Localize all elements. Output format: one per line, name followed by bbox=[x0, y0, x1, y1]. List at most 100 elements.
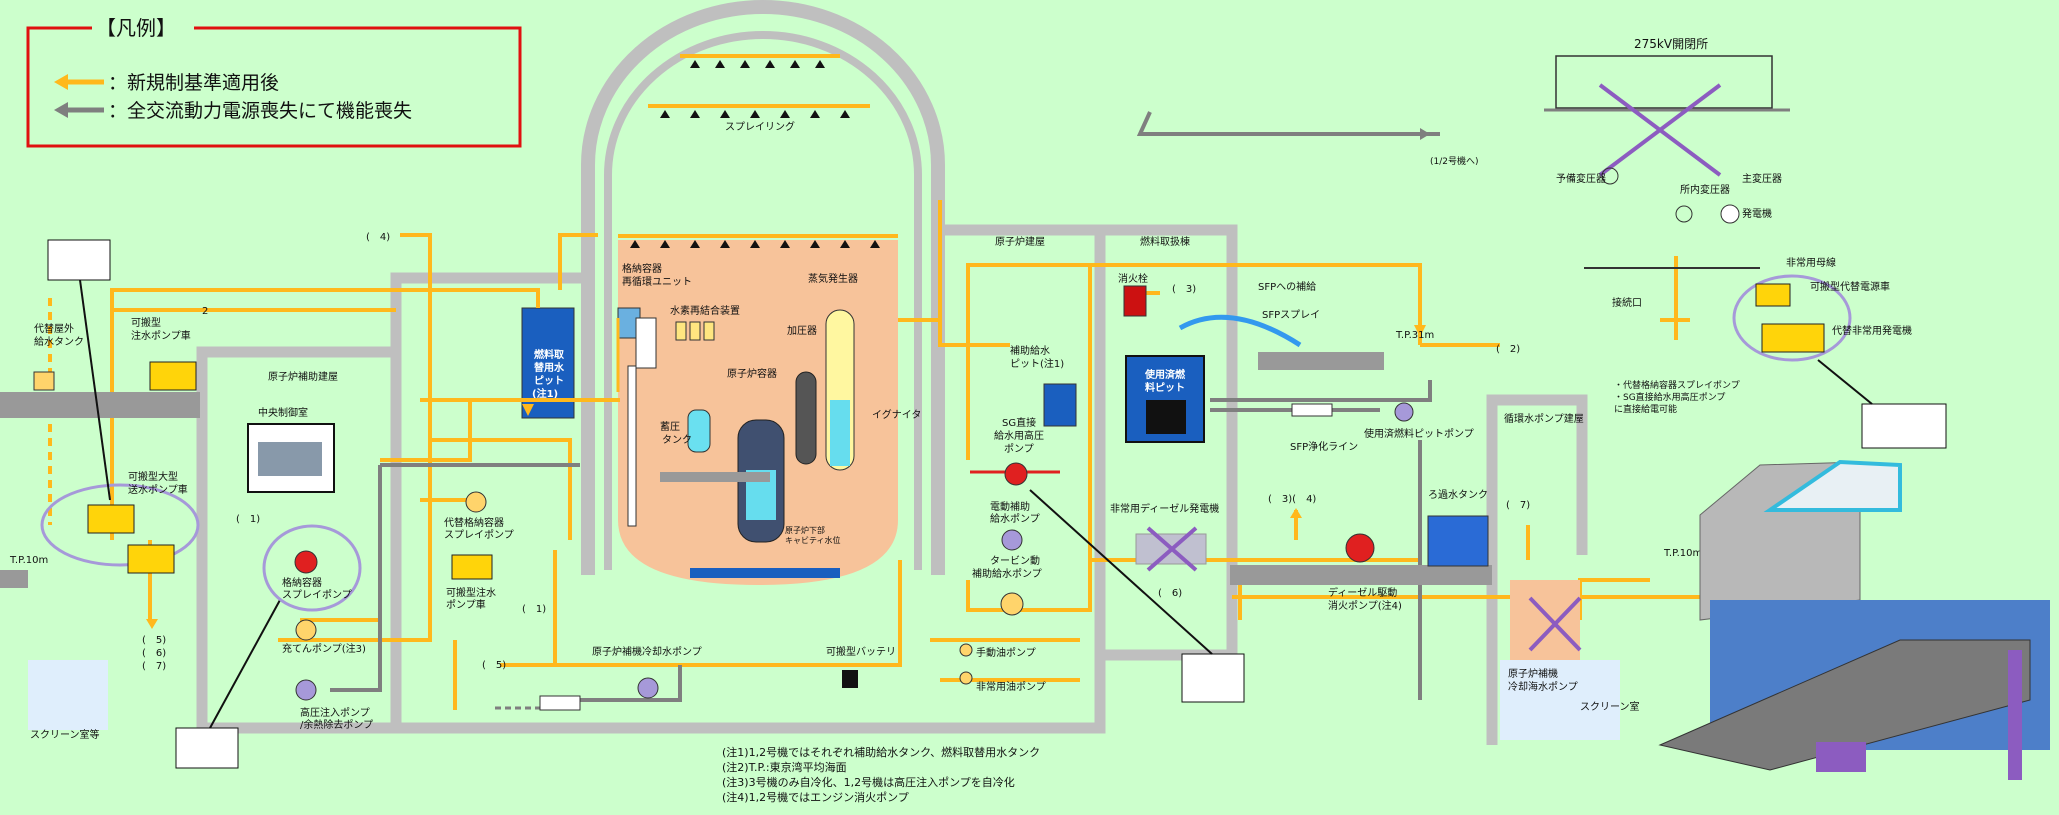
fuel-handling-label: 燃料取扱棟 bbox=[1140, 235, 1190, 248]
tetrapods-left bbox=[1816, 742, 1866, 772]
aux-seawater-label-2: 冷却海水ポンプ bbox=[1508, 680, 1578, 693]
filtered-tank bbox=[1428, 516, 1488, 566]
edg-label: 非常用ディーゼル発電機 bbox=[1110, 502, 1219, 515]
portable-large-pump-label-2: 送水ポンプ車 bbox=[128, 483, 188, 496]
charging-pump bbox=[296, 620, 316, 640]
footnotes: (注1)1,2号機ではそれぞれ補助給水タンク、燃料取替用水タンク (注2)T.P… bbox=[722, 745, 1040, 804]
legend-gray-arrowhead bbox=[54, 102, 68, 118]
hpi-pump-label-1: 高圧注入ポンプ bbox=[300, 706, 370, 719]
h2-recombiner-label: 水素再結合装置 bbox=[670, 304, 740, 317]
cavity-water bbox=[690, 568, 840, 578]
svg-text:替用水: 替用水 bbox=[534, 361, 565, 374]
ref-5: ( 5) bbox=[482, 660, 506, 671]
hpi-pump-label-2: /余熱除去ポンプ bbox=[300, 718, 373, 731]
alt-outdoor-tank-label-2: 給水タンク bbox=[34, 335, 84, 348]
sg-direct-pump bbox=[1005, 463, 1027, 485]
pressurizer-label: 加圧器 bbox=[787, 325, 817, 337]
portable-pump2-label-2: ポンプ車 bbox=[446, 598, 486, 611]
ref-3-4: ( 3)( 4) bbox=[1268, 494, 1316, 505]
spent-fuel-pump bbox=[1395, 403, 1413, 421]
cavity-level-label-1: 原子炉下部 bbox=[785, 525, 825, 535]
connection-port-label: 接続口 bbox=[1612, 296, 1642, 309]
ground-left bbox=[0, 392, 200, 418]
cv-spray-label-1: 格納容器 bbox=[282, 576, 322, 589]
turbine-aux-pump bbox=[1001, 593, 1023, 615]
portable-pump-label-2: 注水ポンプ車 bbox=[131, 329, 191, 342]
turbine-aux-label-2: 補助給水ポンプ bbox=[972, 567, 1042, 580]
sg-direct-label-3: ポンプ bbox=[1004, 443, 1034, 455]
svg-text:燃料取: 燃料取 bbox=[534, 348, 565, 361]
portable-power-truck bbox=[1756, 284, 1790, 306]
portable-pump2-label-1: 可搬型注水 bbox=[446, 586, 496, 599]
power-note-2: ・SG直接給水用高圧ポンプ bbox=[1614, 391, 1725, 403]
note-3: (注3)3号機のみ自冷化、1,2号機は高圧注入ポンプを自冷化 bbox=[722, 775, 1015, 789]
generator-label: 発電機 bbox=[1742, 207, 1772, 220]
aux-cooling-label: 原子炉補機冷却水ポンプ bbox=[592, 645, 702, 658]
fire-hydrant-label: 消火栓 bbox=[1118, 272, 1148, 285]
ref-5-list-3: ( 7) bbox=[142, 661, 166, 672]
manual-oil-pump bbox=[960, 644, 972, 656]
tp10-right-label: T.P.10m bbox=[1663, 548, 1702, 559]
switchyard bbox=[1544, 56, 1790, 268]
sfp-heat-exchanger bbox=[1292, 404, 1332, 416]
sg-direct-label-2: 給水用高圧 bbox=[994, 429, 1044, 442]
note-2: (注2)T.P.:東京湾平均海面 bbox=[722, 760, 847, 774]
portable-battery bbox=[842, 670, 858, 688]
screen-room-water bbox=[28, 660, 108, 730]
large-pump-truck-2 bbox=[128, 545, 174, 573]
house-tr-label: 所内変圧器 bbox=[1680, 183, 1730, 196]
switchyard-label: 275kV開閉所 bbox=[1634, 37, 1708, 51]
legend: 【凡例】 ：新規制基準適用後 ：全交流動力電源喪失にて機能喪失 bbox=[28, 16, 520, 146]
ref-5-list-1: ( 5) bbox=[142, 635, 166, 646]
legend-item-loss: ：全交流動力電源喪失にて機能喪失 bbox=[108, 100, 412, 122]
sfp-spray-label: SFPスプレイ bbox=[1262, 309, 1320, 321]
cv-recirc-label-2: 再循環ユニット bbox=[622, 275, 692, 288]
callout-box-1 bbox=[48, 240, 110, 280]
accumulator-label-2: タンク bbox=[662, 434, 692, 446]
screen-room-label: スクリーン室 bbox=[1580, 700, 1640, 713]
ref-4-top: ( 4) bbox=[366, 232, 390, 243]
alt-outdoor-tank bbox=[34, 372, 54, 390]
callout-box-3 bbox=[1182, 654, 1244, 702]
intake-structure bbox=[1510, 580, 1580, 660]
tp31-label: T.P.31m bbox=[1395, 330, 1434, 341]
cavity-level-label-2: キャビティ水位 bbox=[785, 535, 841, 545]
igniter-label: イグナイタ bbox=[872, 408, 921, 421]
aux-feed-pit bbox=[1044, 384, 1076, 426]
alt-cv-spray-pump bbox=[466, 492, 486, 512]
diesel-fire-pump bbox=[1346, 534, 1374, 562]
note-4: (注4)1,2号機ではエンジン消火ポンプ bbox=[722, 790, 909, 804]
note-1: (注1)1,2号機ではそれぞれ補助給水タンク、燃料取替用水タンク bbox=[722, 745, 1040, 759]
charging-pump-label: 充てんポンプ(注3) bbox=[282, 642, 366, 655]
callout-box-2 bbox=[176, 728, 238, 768]
main-tr-label: 主変圧器 bbox=[1742, 172, 1782, 185]
filtered-tank-label: ろ過水タンク bbox=[1428, 489, 1488, 501]
alt-emergency-gen bbox=[1762, 324, 1824, 352]
ref-2-top: 2 bbox=[202, 306, 208, 317]
callout-box-4 bbox=[1862, 404, 1946, 448]
ground-tp31 bbox=[1258, 352, 1384, 370]
circ-pump-bldg-label: 循環水ポンプ建屋 bbox=[1504, 412, 1584, 425]
ref-1-left: ( 1) bbox=[236, 514, 260, 525]
heat-exchanger bbox=[540, 696, 580, 710]
turbine-aux-label-1: タービン動 bbox=[990, 554, 1040, 567]
emergency-oil-label: 非常用油ポンプ bbox=[976, 680, 1046, 693]
aux-feed-pit-label-2: ピット(注1) bbox=[1010, 357, 1064, 370]
large-pump-truck-1 bbox=[88, 505, 134, 533]
portable-pump-truck-2 bbox=[452, 555, 492, 579]
seawall bbox=[1660, 462, 2050, 780]
main-control-label: 中央制御室 bbox=[258, 406, 308, 419]
fire-hydrant bbox=[1124, 286, 1146, 316]
sfp-cleanup-label: SFP浄化ライン bbox=[1290, 440, 1358, 453]
legend-title: 【凡例】 bbox=[96, 16, 176, 40]
emergency-bus-label: 非常用母線 bbox=[1786, 256, 1836, 269]
emergency-oil-pump bbox=[960, 672, 972, 684]
portable-pump-truck bbox=[150, 362, 196, 390]
ground-fire-area bbox=[1230, 565, 1492, 585]
accumulator-label-1: 蓄圧 bbox=[660, 421, 680, 433]
alt-emergency-gen-label: 代替非常用発電機 bbox=[1832, 324, 1912, 337]
ref-6: ( 6) bbox=[1158, 588, 1182, 599]
motor-aux-label-1: 電動補助 bbox=[990, 500, 1030, 513]
diesel-fire-label-2: 消火ポンプ(注4) bbox=[1328, 599, 1402, 612]
standby-tr-label: 予備変圧器 bbox=[1556, 172, 1606, 185]
